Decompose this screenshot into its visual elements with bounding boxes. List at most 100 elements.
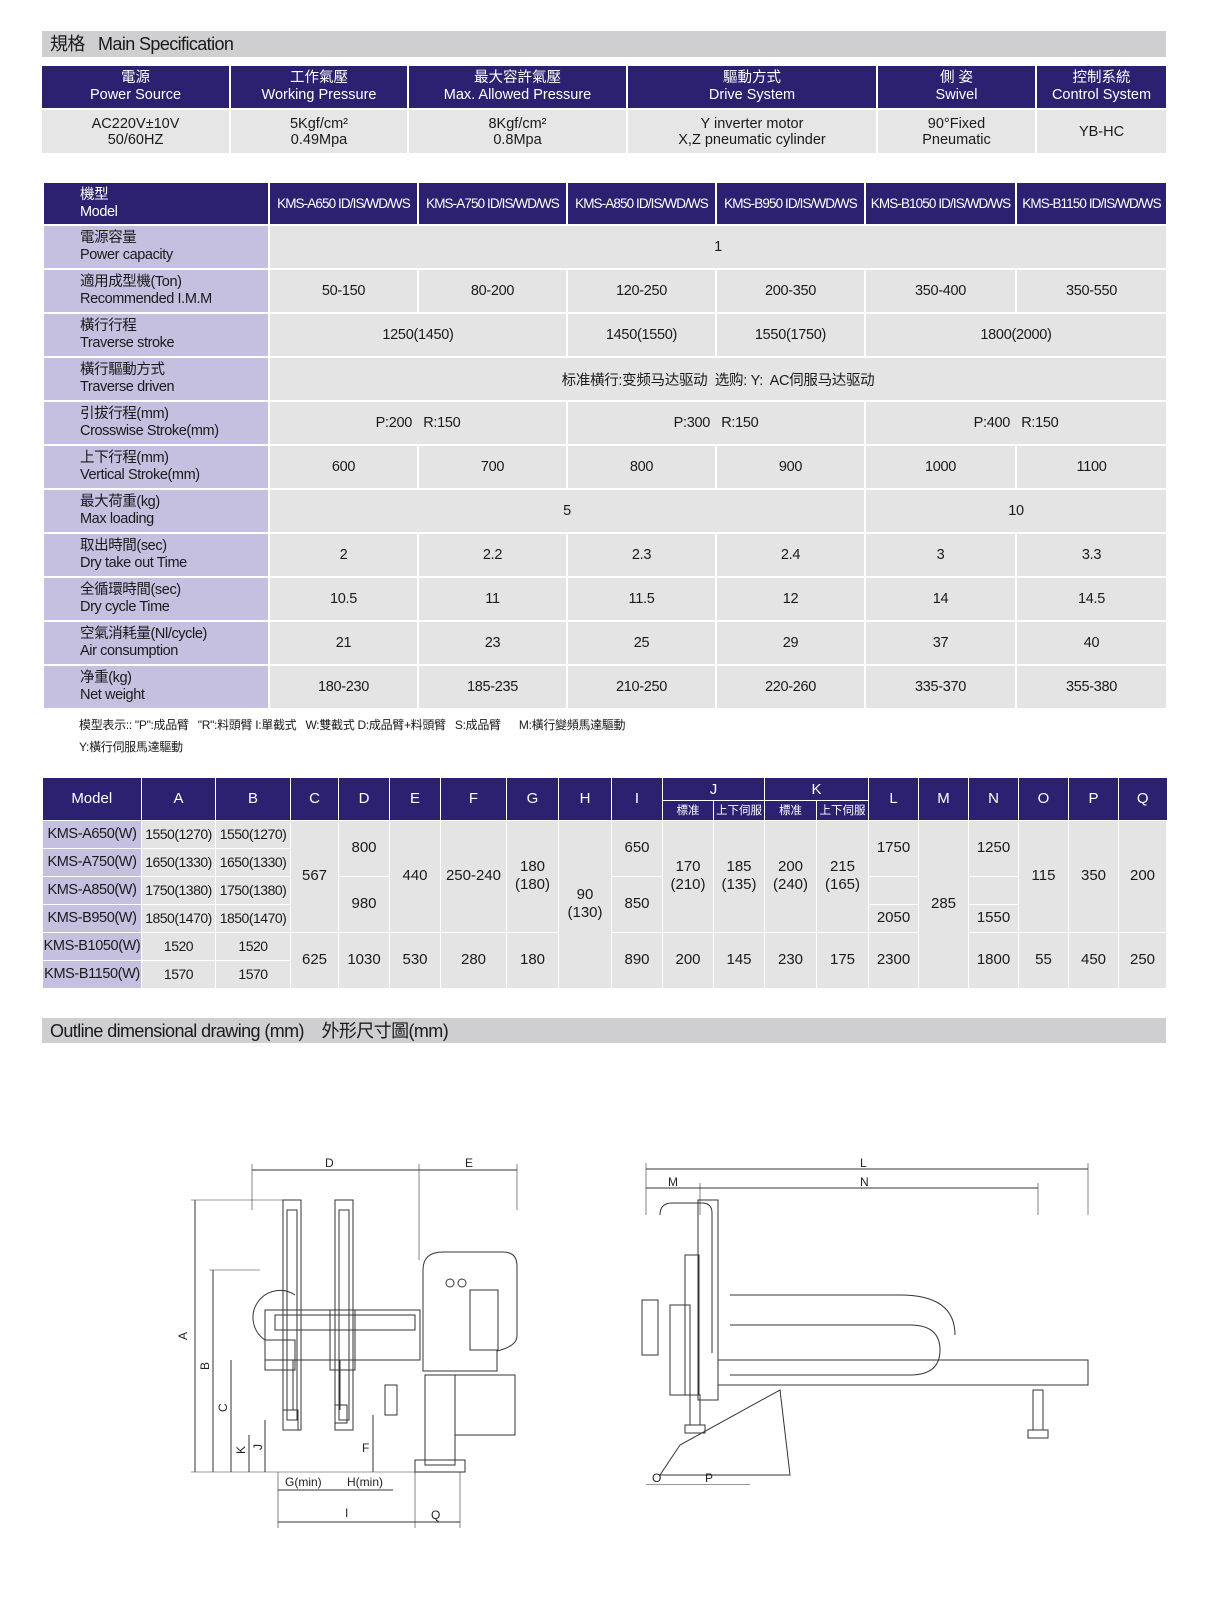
- model-name: KMS-B1150 ID/IS/WD/WS: [1015, 181, 1168, 226]
- dim-label-p: P: [705, 1471, 713, 1485]
- table-cell: 215 (165): [815, 819, 870, 933]
- dim-header-p: P: [1068, 778, 1120, 820]
- table-cell: 14.5: [1015, 576, 1168, 622]
- dim-label-a: A: [176, 1332, 190, 1340]
- table-cell: 1850(1470): [141, 903, 216, 933]
- table-cell: 1850(1470): [215, 903, 291, 933]
- table-cell: 200 (240): [764, 819, 817, 933]
- table-cell: 1750(1380): [215, 875, 291, 905]
- dim-label-e: E: [465, 1156, 473, 1170]
- dimension-header-row: Model A B C D E F G H I J K L M N O P Q: [42, 778, 1167, 820]
- table-cell: 900: [715, 444, 866, 490]
- table-cell: 2: [268, 532, 419, 578]
- model-name: KMS-B1050 ID/IS/WD/WS: [864, 181, 1017, 226]
- table-cell: 700: [417, 444, 568, 490]
- dim-header-o: O: [1018, 778, 1070, 820]
- table-row: KMS-B1150(W) 1570 1570: [42, 959, 1167, 989]
- table-cell: 2.4: [715, 532, 866, 578]
- table-cell: 1570: [215, 959, 291, 989]
- table-cell: 1550: [968, 903, 1020, 933]
- table-cell: 10.5: [268, 576, 419, 622]
- table-cell: 1030: [338, 931, 390, 989]
- table-cell: 1800(2000): [864, 312, 1168, 358]
- table-cell: 1550(1750): [715, 312, 866, 358]
- dimension-table: Model A B C D E F G H I J K L M N O P Q …: [42, 778, 1168, 989]
- table-cell: 55: [1018, 931, 1070, 989]
- table-cell: P:400 R:150: [864, 400, 1168, 446]
- row-vertical-stroke: 上下行程(mm)Vertical Stroke(mm) 600 700 800 …: [42, 444, 1168, 490]
- table-cell: 50-150: [268, 268, 419, 314]
- table-cell: 3: [864, 532, 1017, 578]
- model-name: KMS-B950 ID/IS/WD/WS: [715, 181, 866, 226]
- table-cell: 335-370: [864, 664, 1017, 710]
- table-cell: 180 (180): [506, 819, 559, 933]
- row-label: 引拔行程(mm)Crosswise Stroke(mm): [42, 400, 270, 446]
- table-cell: 5: [268, 488, 866, 534]
- dim-subheader-j-std: 標准: [662, 800, 714, 820]
- table-cell: 1: [268, 224, 1168, 270]
- table-cell: 285: [918, 819, 970, 989]
- spec-section-header: 規格 Main Specification: [42, 31, 1166, 57]
- row-dry-cycle-time: 全循環時間(sec)Dry cycle Time 10.5 11 11.5 12…: [42, 576, 1168, 622]
- table-cell: 2.3: [566, 532, 717, 578]
- dim-label-m: M: [668, 1175, 678, 1189]
- dim-header-h: H: [558, 778, 612, 820]
- table-cell: 200: [1118, 819, 1168, 933]
- table-cell: 650: [611, 819, 663, 877]
- table-cell: [968, 875, 1020, 905]
- dim-label-j: J: [251, 1444, 265, 1450]
- dim-label-q: Q: [431, 1508, 440, 1522]
- model-notes-line-2: Y:橫行伺服馬達驅動: [79, 740, 183, 754]
- row-label: 空氣消耗量(Nl/cycle)Air consumption: [42, 620, 270, 666]
- table-cell: 29: [715, 620, 866, 666]
- dim-header-m: M: [918, 778, 970, 820]
- table-cell: 890: [611, 931, 663, 989]
- dim-header-k: K: [764, 778, 870, 801]
- dim-subheader-k-std: 標准: [764, 800, 817, 820]
- table-cell: 200: [662, 931, 714, 989]
- table-cell: 3.3: [1015, 532, 1168, 578]
- dim-label-d: D: [325, 1156, 334, 1170]
- table-cell: 1570: [141, 959, 216, 989]
- dim-model: KMS-A850(W): [42, 875, 142, 905]
- row-crosswise-stroke: 引拔行程(mm)Crosswise Stroke(mm) P:200 R:150…: [42, 400, 1168, 446]
- dim-label-l: L: [860, 1156, 867, 1170]
- table-cell: 800: [338, 819, 390, 877]
- table-cell: 80-200: [417, 268, 568, 314]
- table-row: KMS-A750(W) 1650(1330) 1650(1330): [42, 847, 1167, 877]
- row-recommended-imm: 適用成型機(Ton)Recommended I.M.M 50-150 80-20…: [42, 268, 1168, 314]
- table-cell: 800: [566, 444, 717, 490]
- dim-header-a: A: [141, 778, 216, 820]
- table-cell: 12: [715, 576, 866, 622]
- table-cell: 530: [389, 931, 441, 989]
- table-cell: 2050: [868, 903, 920, 933]
- table-cell: 350: [1068, 819, 1120, 933]
- table-cell: 440: [389, 819, 441, 933]
- table-cell: 850: [611, 875, 663, 933]
- table-cell: 1650(1330): [215, 847, 291, 877]
- dim-model: KMS-B1050(W): [42, 931, 142, 961]
- table-cell: 标准横行:变频马达驱动 选购: Y: AC伺服马达驱动: [268, 356, 1168, 402]
- table-cell: 10: [864, 488, 1168, 534]
- dim-label-i: I: [345, 1506, 348, 1520]
- table-cell: 1750: [868, 819, 920, 877]
- table-cell: 14: [864, 576, 1017, 622]
- table-cell: 1100: [1015, 444, 1168, 490]
- dim-model: KMS-B1150(W): [42, 959, 142, 989]
- dim-model: KMS-A650(W): [42, 819, 142, 849]
